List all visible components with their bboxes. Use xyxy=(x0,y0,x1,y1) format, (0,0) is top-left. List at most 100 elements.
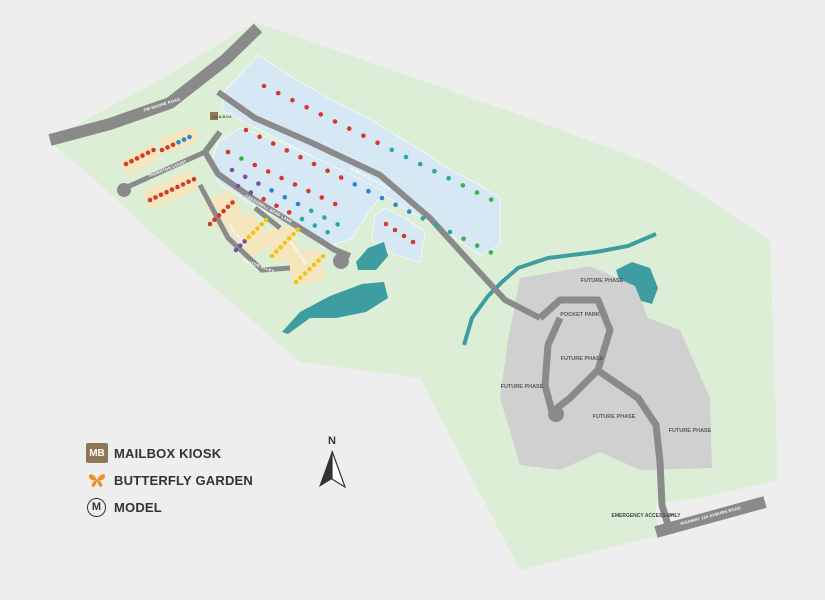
mailbox-kiosk-marker xyxy=(210,112,218,120)
lot-status-dot xyxy=(282,194,288,200)
lot-status-dot xyxy=(406,209,412,214)
lot-status-dot xyxy=(312,223,318,228)
lot-status-dot xyxy=(225,204,231,210)
cul-de-sac-end xyxy=(333,253,349,269)
lot-status-dot xyxy=(291,231,296,237)
lot-status-dot xyxy=(319,195,325,200)
road-future-south xyxy=(598,369,674,533)
lot-status-dot xyxy=(299,216,305,222)
road-inner-link xyxy=(253,206,282,230)
lot-status-dot xyxy=(233,247,239,253)
lot-status-dot xyxy=(165,145,170,150)
lot-status-dot xyxy=(286,210,292,215)
lot-status-dot xyxy=(286,236,292,241)
lot-status-dot xyxy=(307,266,312,272)
lot-status-dot xyxy=(158,192,164,198)
lot-status-dot xyxy=(238,243,243,248)
emergency-access-arrow-icon xyxy=(665,513,675,517)
lot-block-south-2 xyxy=(228,212,272,258)
lot-status-dot xyxy=(134,156,140,161)
lot-status-dot xyxy=(259,221,265,227)
lot-status-dot xyxy=(432,168,437,174)
lot-status-dot xyxy=(332,119,338,124)
road-main xyxy=(216,89,542,321)
lot-status-dot xyxy=(263,217,269,223)
lot-status-dot xyxy=(403,154,409,160)
lot-status-dot xyxy=(274,203,279,209)
road-highway xyxy=(654,496,767,538)
lot-status-dot xyxy=(242,239,247,244)
lot-status-dot xyxy=(221,208,226,214)
lot-status-dot xyxy=(242,174,248,180)
lot-status-dot xyxy=(401,233,407,239)
cul-de-sac-end xyxy=(548,406,564,422)
lot-status-dot xyxy=(269,188,274,193)
lot-status-dot xyxy=(434,222,439,228)
lot-status-dot xyxy=(261,83,267,89)
lot-status-dot xyxy=(325,229,330,235)
lot-status-dot xyxy=(265,169,271,174)
lot-status-dot xyxy=(169,187,175,192)
lot-status-dot xyxy=(170,142,176,148)
lot-status-dot xyxy=(257,134,262,140)
lot-status-dot xyxy=(316,258,321,263)
lot-status-dot xyxy=(153,195,158,200)
road-loop-future xyxy=(537,296,614,416)
lot-status-dot xyxy=(282,240,288,246)
lot-status-dot xyxy=(361,133,366,138)
lot-status-dot xyxy=(320,253,326,259)
lot-status-dot xyxy=(176,139,181,145)
lot-status-dot xyxy=(318,112,324,117)
lot-status-dot xyxy=(460,183,466,188)
lot-status-dot xyxy=(270,141,276,146)
legend-item-mailbox: MB MAILBOX KIOSK xyxy=(86,443,253,463)
lot-status-dot xyxy=(250,230,256,236)
lot-status-dot xyxy=(278,244,283,250)
lot-status-dot xyxy=(346,126,352,131)
lot-status-dot xyxy=(389,147,395,153)
road-inner xyxy=(197,183,291,273)
legend-item-model: M MODEL xyxy=(86,497,253,517)
lot-status-dot xyxy=(145,150,151,156)
lot-block-south-3 xyxy=(265,224,300,262)
lot-status-dot xyxy=(279,175,284,181)
emergency-access-label: EMERGENCY ACCESS ONLY xyxy=(612,513,682,519)
mailbox-kiosk-icon: MB xyxy=(86,443,108,463)
lot-status-dot xyxy=(186,179,191,185)
lot-status-dot xyxy=(393,202,398,208)
lot-status-dot xyxy=(420,216,426,221)
lot-status-dot xyxy=(207,221,213,227)
lot-status-dot xyxy=(252,162,258,168)
lot-status-dot xyxy=(335,222,340,227)
lot-status-dot xyxy=(366,188,371,194)
lot-status-dot xyxy=(379,195,385,201)
lot-status-dot xyxy=(175,184,180,190)
lot-status-dot xyxy=(164,189,169,195)
legend-label-mailbox: MAILBOX KIOSK xyxy=(114,445,222,461)
lot-status-dot xyxy=(269,253,275,259)
lot-status-dot xyxy=(311,262,317,268)
lot-status-dot xyxy=(302,271,308,276)
lot-status-dot xyxy=(290,97,295,103)
future-phase-label: FUTURE PHASE xyxy=(593,414,636,420)
pond-south xyxy=(282,282,388,334)
road-top xyxy=(48,23,263,146)
lot-status-dot xyxy=(212,217,217,222)
lot-status-dot xyxy=(392,227,398,233)
lot-status-dot xyxy=(159,147,165,153)
lot-status-dot xyxy=(322,215,327,220)
legend-label-model: MODEL xyxy=(114,499,162,515)
lot-status-dot xyxy=(284,148,290,153)
future-phase-label: FUTURE PHASE xyxy=(501,384,544,390)
lot-status-dot xyxy=(293,279,299,285)
future-phase-label: FUTURE PHASE xyxy=(561,356,604,362)
lot-status-dot xyxy=(225,149,231,155)
lot-status-dot xyxy=(181,137,187,142)
pond-center xyxy=(356,242,388,270)
lot-status-dot xyxy=(306,188,311,194)
lot-block-south-4 xyxy=(286,248,326,286)
lot-status-dot xyxy=(248,190,254,195)
lot-status-dot xyxy=(298,275,303,281)
lot-status-dot xyxy=(311,161,317,167)
